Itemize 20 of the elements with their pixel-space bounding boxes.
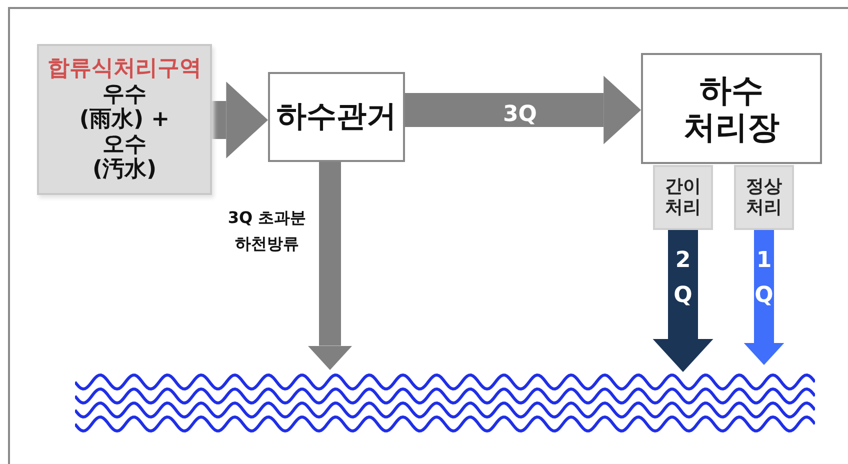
area-heading: 합류식처리구역 (46, 56, 202, 82)
treatment-box (653, 165, 713, 230)
arrow (652, 230, 714, 372)
edge-label: 1 Q (754, 247, 774, 310)
node-text: 하수관거 (276, 100, 398, 134)
edge-label: 2 Q (672, 247, 694, 310)
node-text: 우수(雨水) + 오수(汚水) (78, 82, 171, 183)
edge-label: 3Q (502, 101, 538, 129)
arrow (405, 76, 641, 144)
area-box (37, 44, 212, 195)
arrow (210, 82, 268, 158)
edge-label: 3Q 초과분 하천방류 (226, 207, 308, 255)
node-text: 정상 처리 (745, 176, 783, 218)
node-text: 간이 처리 (664, 176, 702, 218)
plant-box (641, 53, 822, 164)
arrow (744, 230, 784, 365)
treatment-box (734, 165, 794, 230)
process-box (268, 72, 405, 162)
node-text: 하수 처리장 (682, 72, 780, 146)
arrow (308, 162, 352, 370)
